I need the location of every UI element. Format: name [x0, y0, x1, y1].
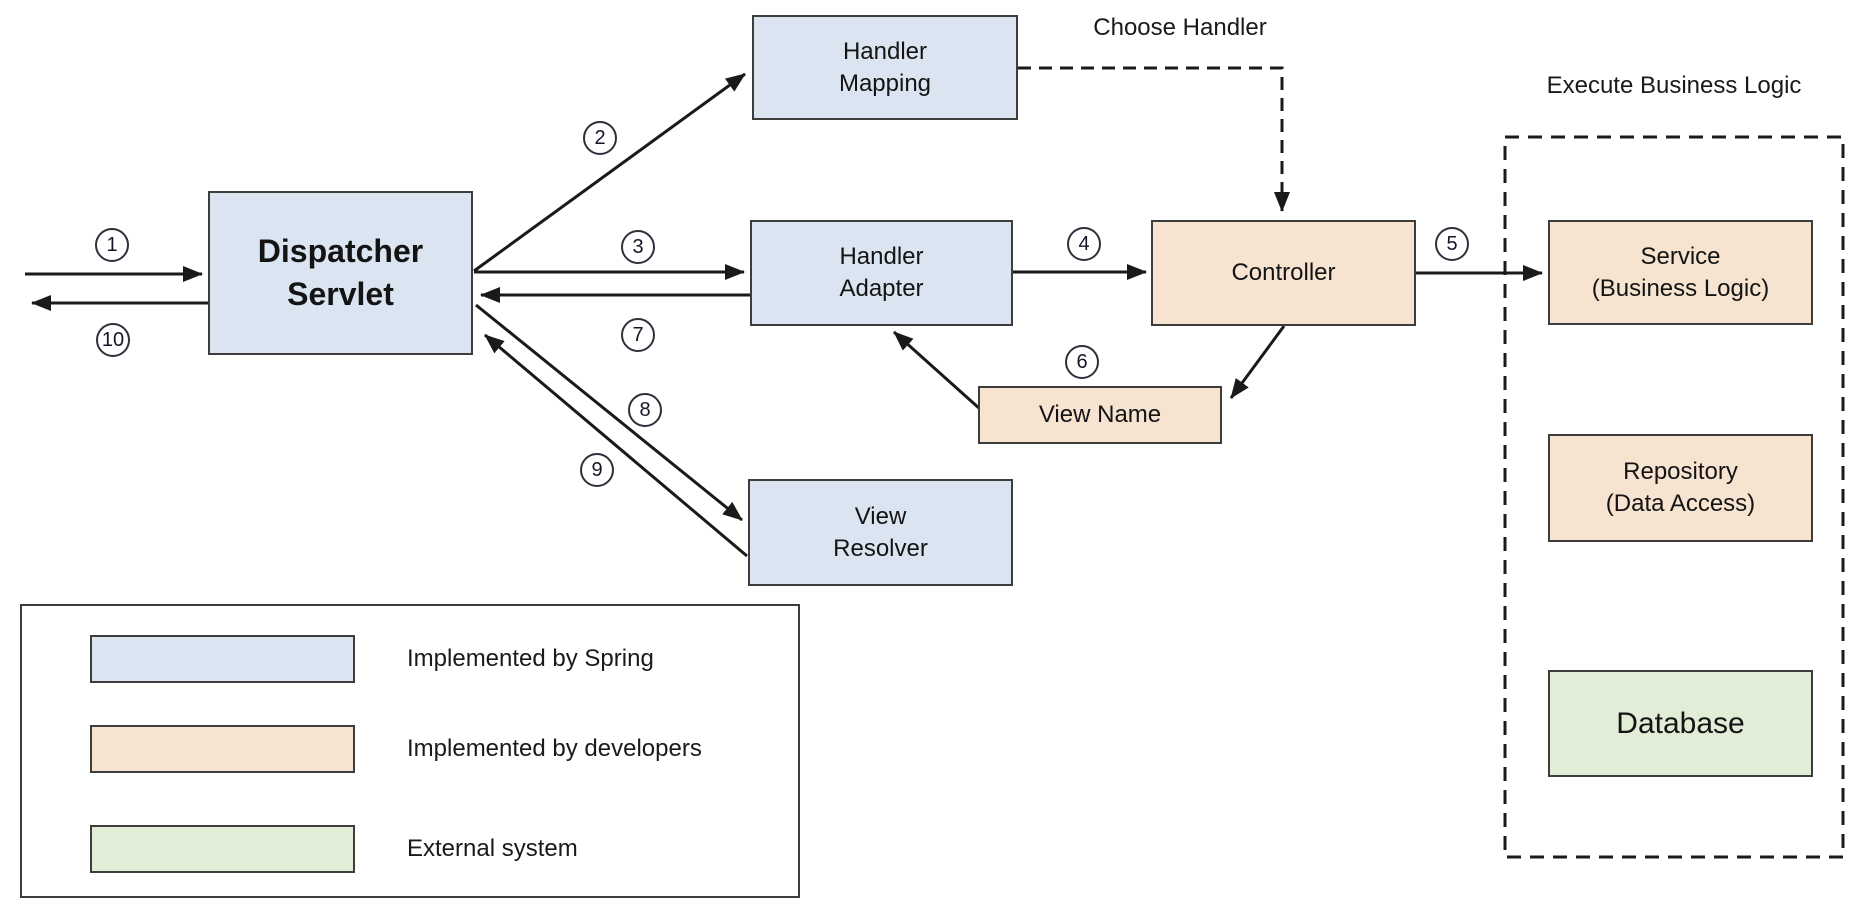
service-label-line1: Service — [1640, 242, 1721, 270]
arrow-step-8-to-view-resolver — [475, 303, 743, 522]
execute-business-logic-annotation: Execute Business Logic — [1546, 72, 1802, 99]
handler-adapter-label-line2: Adapter — [839, 275, 924, 302]
legend-swatch-spring — [90, 635, 355, 683]
step-badge-1: 1 — [95, 228, 129, 262]
step-badge-5: 5 — [1435, 227, 1469, 261]
handler-mapping-label-line1: Handler — [842, 37, 928, 65]
step-badge-7: 7 — [621, 318, 655, 352]
database-label: Database — [1616, 706, 1745, 740]
handler-adapter-node: Handler Adapter — [750, 220, 1013, 326]
view-name-label: View Name — [1038, 401, 1162, 429]
dispatcher-servlet-label-line1: Dispatcher — [257, 232, 424, 269]
arrow-step-6-viewname-to-adapter — [892, 330, 982, 411]
service-node: Service (Business Logic) — [1548, 220, 1813, 325]
step-badge-2: 2 — [583, 121, 617, 155]
arrow-controller-to-viewname — [1229, 325, 1286, 399]
step-badge-3: 3 — [621, 230, 655, 264]
choose-handler-annotation: Choose Handler — [1093, 14, 1267, 41]
legend-swatch-developers — [90, 725, 355, 773]
controller-label: Controller — [1231, 259, 1336, 287]
step-badge-8: 8 — [628, 393, 662, 427]
database-node: Database — [1548, 670, 1813, 777]
controller-node: Controller — [1151, 220, 1416, 326]
view-resolver-node: View Resolver — [748, 479, 1013, 586]
legend-box: Implemented by Spring Implemented by dev… — [20, 604, 800, 898]
legend-label-spring: Implemented by Spring — [407, 645, 654, 672]
execute-business-logic-region — [1505, 137, 1843, 857]
step-badge-6: 6 — [1065, 345, 1099, 379]
repository-node: Repository (Data Access) — [1548, 434, 1813, 542]
arrow-choose-handler-dashed — [1018, 66, 1290, 212]
arrow-step-9-resolver-return — [484, 333, 748, 558]
service-label-line2: (Business Logic) — [1591, 274, 1770, 302]
handler-adapter-label-line1: Handler — [839, 243, 924, 271]
repository-label-line1: Repository — [1623, 458, 1738, 486]
step-badge-4: 4 — [1067, 227, 1101, 261]
execute-business-logic-region-border — [1503, 135, 1845, 859]
handler-mapping-label-line2: Mapping — [838, 69, 932, 97]
step-badge-9: 9 — [580, 453, 614, 487]
view-name-node: View Name — [978, 386, 1222, 444]
step-badge-10: 10 — [96, 323, 130, 357]
dispatcher-servlet-label-line2: Servlet — [287, 276, 394, 312]
repository-label-line2: (Data Access) — [1605, 490, 1756, 517]
legend-label-developers: Implemented by developers — [407, 735, 702, 762]
handler-mapping-node: Handler Mapping — [752, 15, 1018, 120]
view-resolver-label-line1: View — [854, 502, 907, 530]
dispatcher-servlet-node: Dispatcher Servlet — [208, 191, 473, 355]
legend-swatch-external — [90, 825, 355, 873]
view-resolver-label-line2: Resolver — [833, 534, 928, 562]
legend-label-external: External system — [407, 835, 578, 862]
arrow-step-2-to-handler-mapping — [473, 72, 746, 273]
